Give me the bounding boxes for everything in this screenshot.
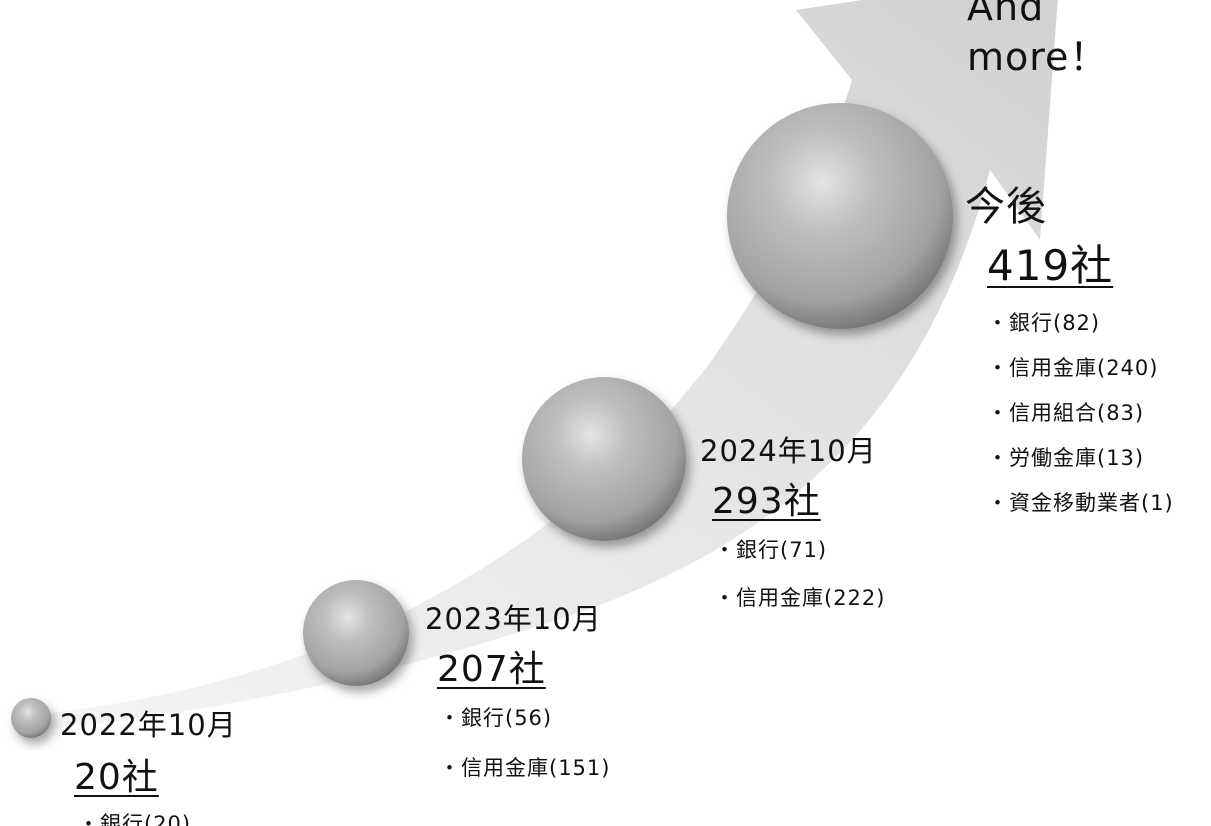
breakdown-item: 銀行(56) [439, 702, 610, 732]
milestone-future: 今後 419社 銀行(82) 信用金庫(240) 信用組合(83) 労働金庫(1… [965, 174, 1174, 532]
milestone-count: 20社 [74, 757, 159, 798]
breakdown-item: 銀行(71) [714, 534, 885, 564]
and-more-text: And more！ [967, 0, 1108, 82]
breakdown-item: 資金移動業者(1) [987, 487, 1174, 517]
breakdown-item: 銀行(20) [78, 808, 237, 826]
breakdown-item: 信用金庫(240) [987, 352, 1174, 382]
milestone-count: 207社 [437, 649, 546, 690]
milestone-date: 2024年10月 [700, 434, 877, 468]
milestone-count: 293社 [712, 481, 821, 522]
milestone-count: 419社 [987, 241, 1114, 290]
breakdown-item: 信用金庫(222) [714, 582, 885, 612]
milestone-sphere-2024 [522, 377, 686, 541]
breakdown-item: 信用金庫(151) [439, 752, 610, 782]
milestone-breakdown: 銀行(71) 信用金庫(222) [714, 534, 885, 612]
milestone-date: 今後 [965, 184, 1047, 230]
milestone-sphere-2023 [303, 580, 409, 686]
and-more-line2: more！ [967, 35, 1109, 79]
milestone-breakdown: 銀行(20) [78, 808, 237, 826]
milestone-2022: 2022年10月 20社 銀行(20) [60, 702, 237, 826]
milestone-2024: 2024年10月 293社 銀行(71) 信用金庫(222) [700, 428, 885, 630]
milestone-date: 2022年10月 [60, 708, 237, 742]
milestone-2023: 2023年10月 207社 銀行(56) 信用金庫(151) [425, 596, 610, 802]
milestone-breakdown: 銀行(56) 信用金庫(151) [439, 702, 610, 782]
milestone-sphere-2022 [11, 698, 51, 738]
breakdown-item: 銀行(82) [987, 307, 1174, 337]
milestone-breakdown: 銀行(82) 信用金庫(240) 信用組合(83) 労働金庫(13) 資金移動業… [987, 307, 1174, 517]
breakdown-item: 労働金庫(13) [987, 442, 1174, 472]
milestone-sphere-future [727, 103, 953, 329]
arrow-shape [18, 0, 1058, 732]
milestone-date: 2023年10月 [425, 602, 602, 636]
and-more-line1: And [967, 0, 1045, 29]
breakdown-item: 信用組合(83) [987, 397, 1174, 427]
